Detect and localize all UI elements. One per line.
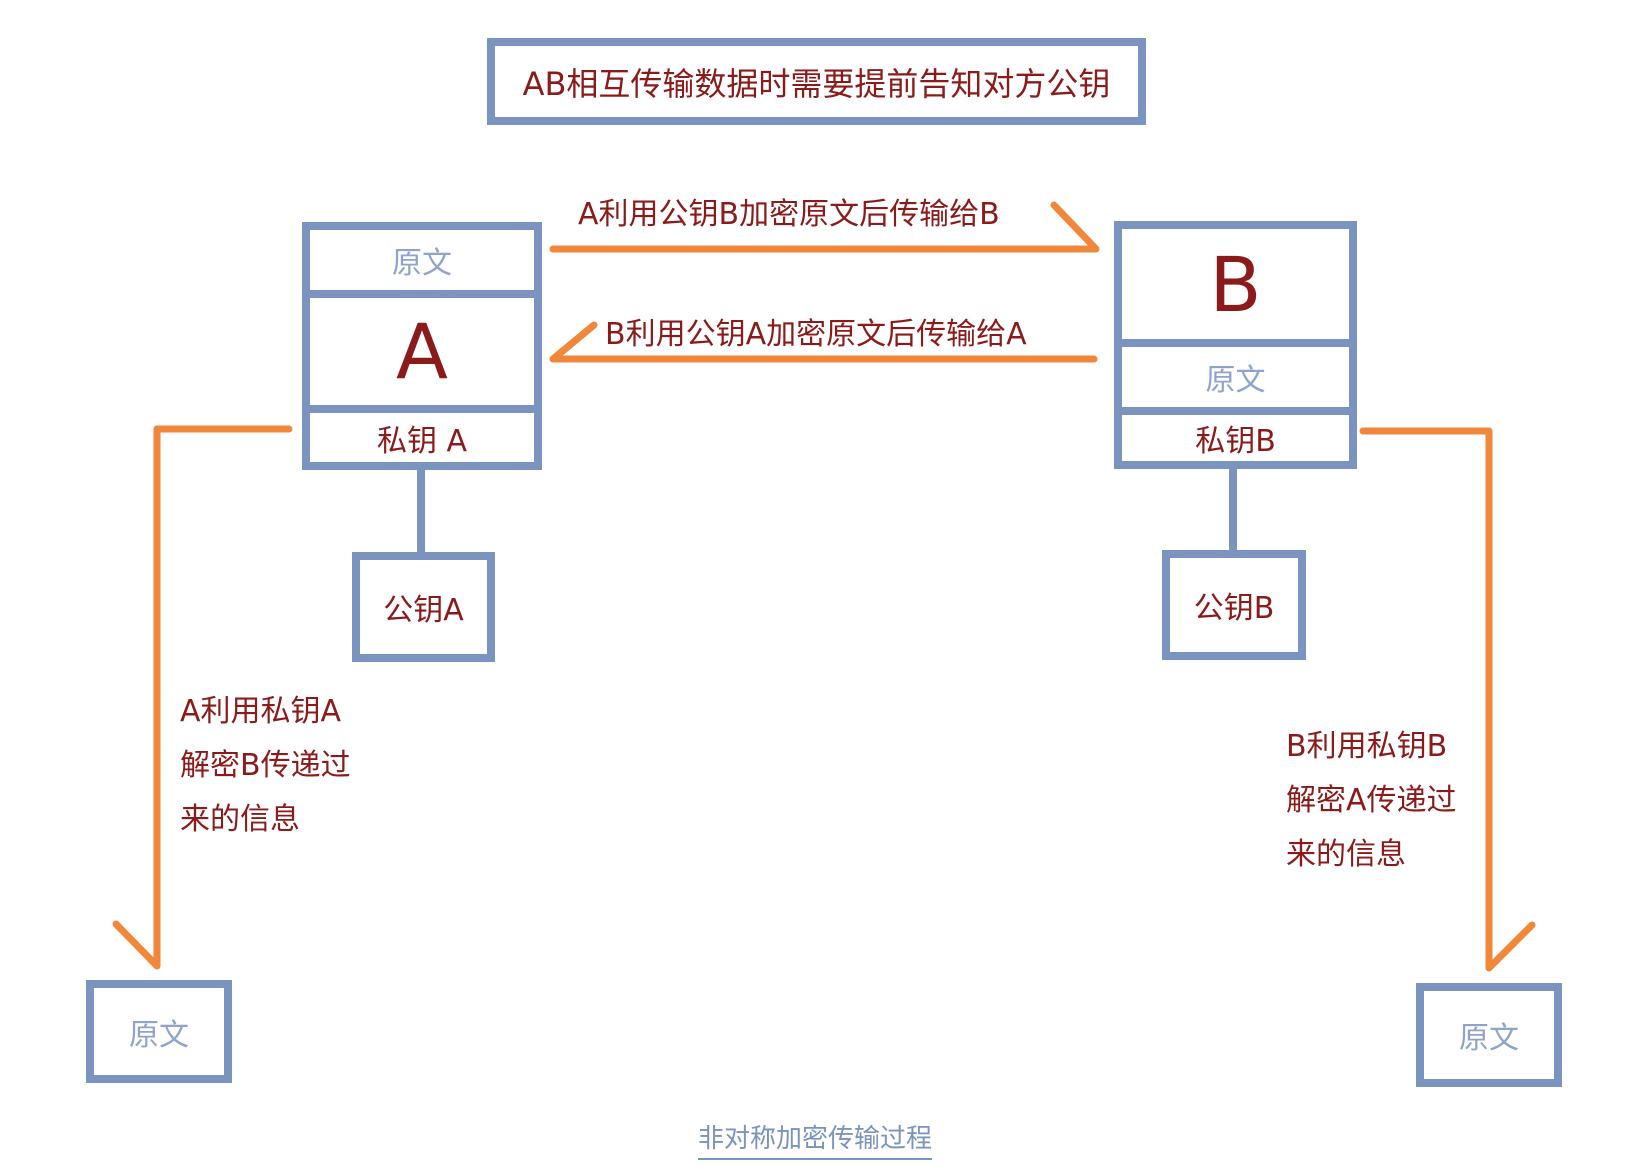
public-key-a-label: 公钥A	[383, 593, 464, 628]
box-b-plaintext: 原文	[1122, 339, 1349, 407]
arrow-b-to-a	[549, 321, 1098, 363]
diagram-title: AB相互传输数据时需要提前告知对方公钥	[522, 64, 1111, 103]
box-b-name: B	[1209, 239, 1262, 329]
box-a-name: A	[310, 290, 534, 405]
title-box: AB相互传输数据时需要提前告知对方公钥	[487, 38, 1146, 125]
box-b-private-key: 私钥B	[1122, 407, 1349, 461]
left-note-line: A利用私钥A	[180, 694, 342, 729]
left-note: A利用私钥A 解密B传递过 来的信息	[180, 685, 351, 847]
public-key-b-label: 公钥B	[1193, 591, 1275, 626]
right-note-line: 来的信息	[1286, 837, 1406, 872]
label-a-to-b: A利用公钥B加密原文后传输给B	[578, 197, 1000, 232]
box-a-private-key: 私钥 A	[310, 405, 534, 462]
right-output-label: 原文	[1459, 1021, 1519, 1056]
left-output-box: 原文	[86, 980, 232, 1083]
box-a: 原文 A 私钥 A	[302, 222, 542, 470]
label-b-to-a: B利用公钥A加密原文后传输给A	[605, 317, 1027, 352]
box-a-plaintext: 原文	[392, 246, 452, 281]
box-a-connector	[417, 470, 425, 552]
arrow-left-down	[112, 425, 293, 970]
box-b: B 原文 私钥B	[1114, 221, 1357, 469]
arrow-right-down	[1359, 427, 1536, 972]
figure-caption: 非对称加密传输过程	[698, 1126, 933, 1160]
left-note-line: 解密B传递过	[180, 748, 351, 783]
right-output-box: 原文	[1416, 983, 1562, 1087]
arrow-a-to-b	[549, 201, 1100, 253]
left-output-label: 原文	[129, 1017, 189, 1053]
right-note-line: B利用私钥B	[1286, 729, 1448, 764]
public-key-b-box: 公钥B	[1162, 550, 1306, 660]
public-key-a-box: 公钥A	[352, 552, 495, 662]
box-b-connector	[1229, 469, 1237, 550]
right-note: B利用私钥B 解密A传递过 来的信息	[1286, 720, 1457, 882]
left-note-line: 来的信息	[180, 802, 300, 837]
right-note-line: 解密A传递过	[1286, 783, 1457, 818]
